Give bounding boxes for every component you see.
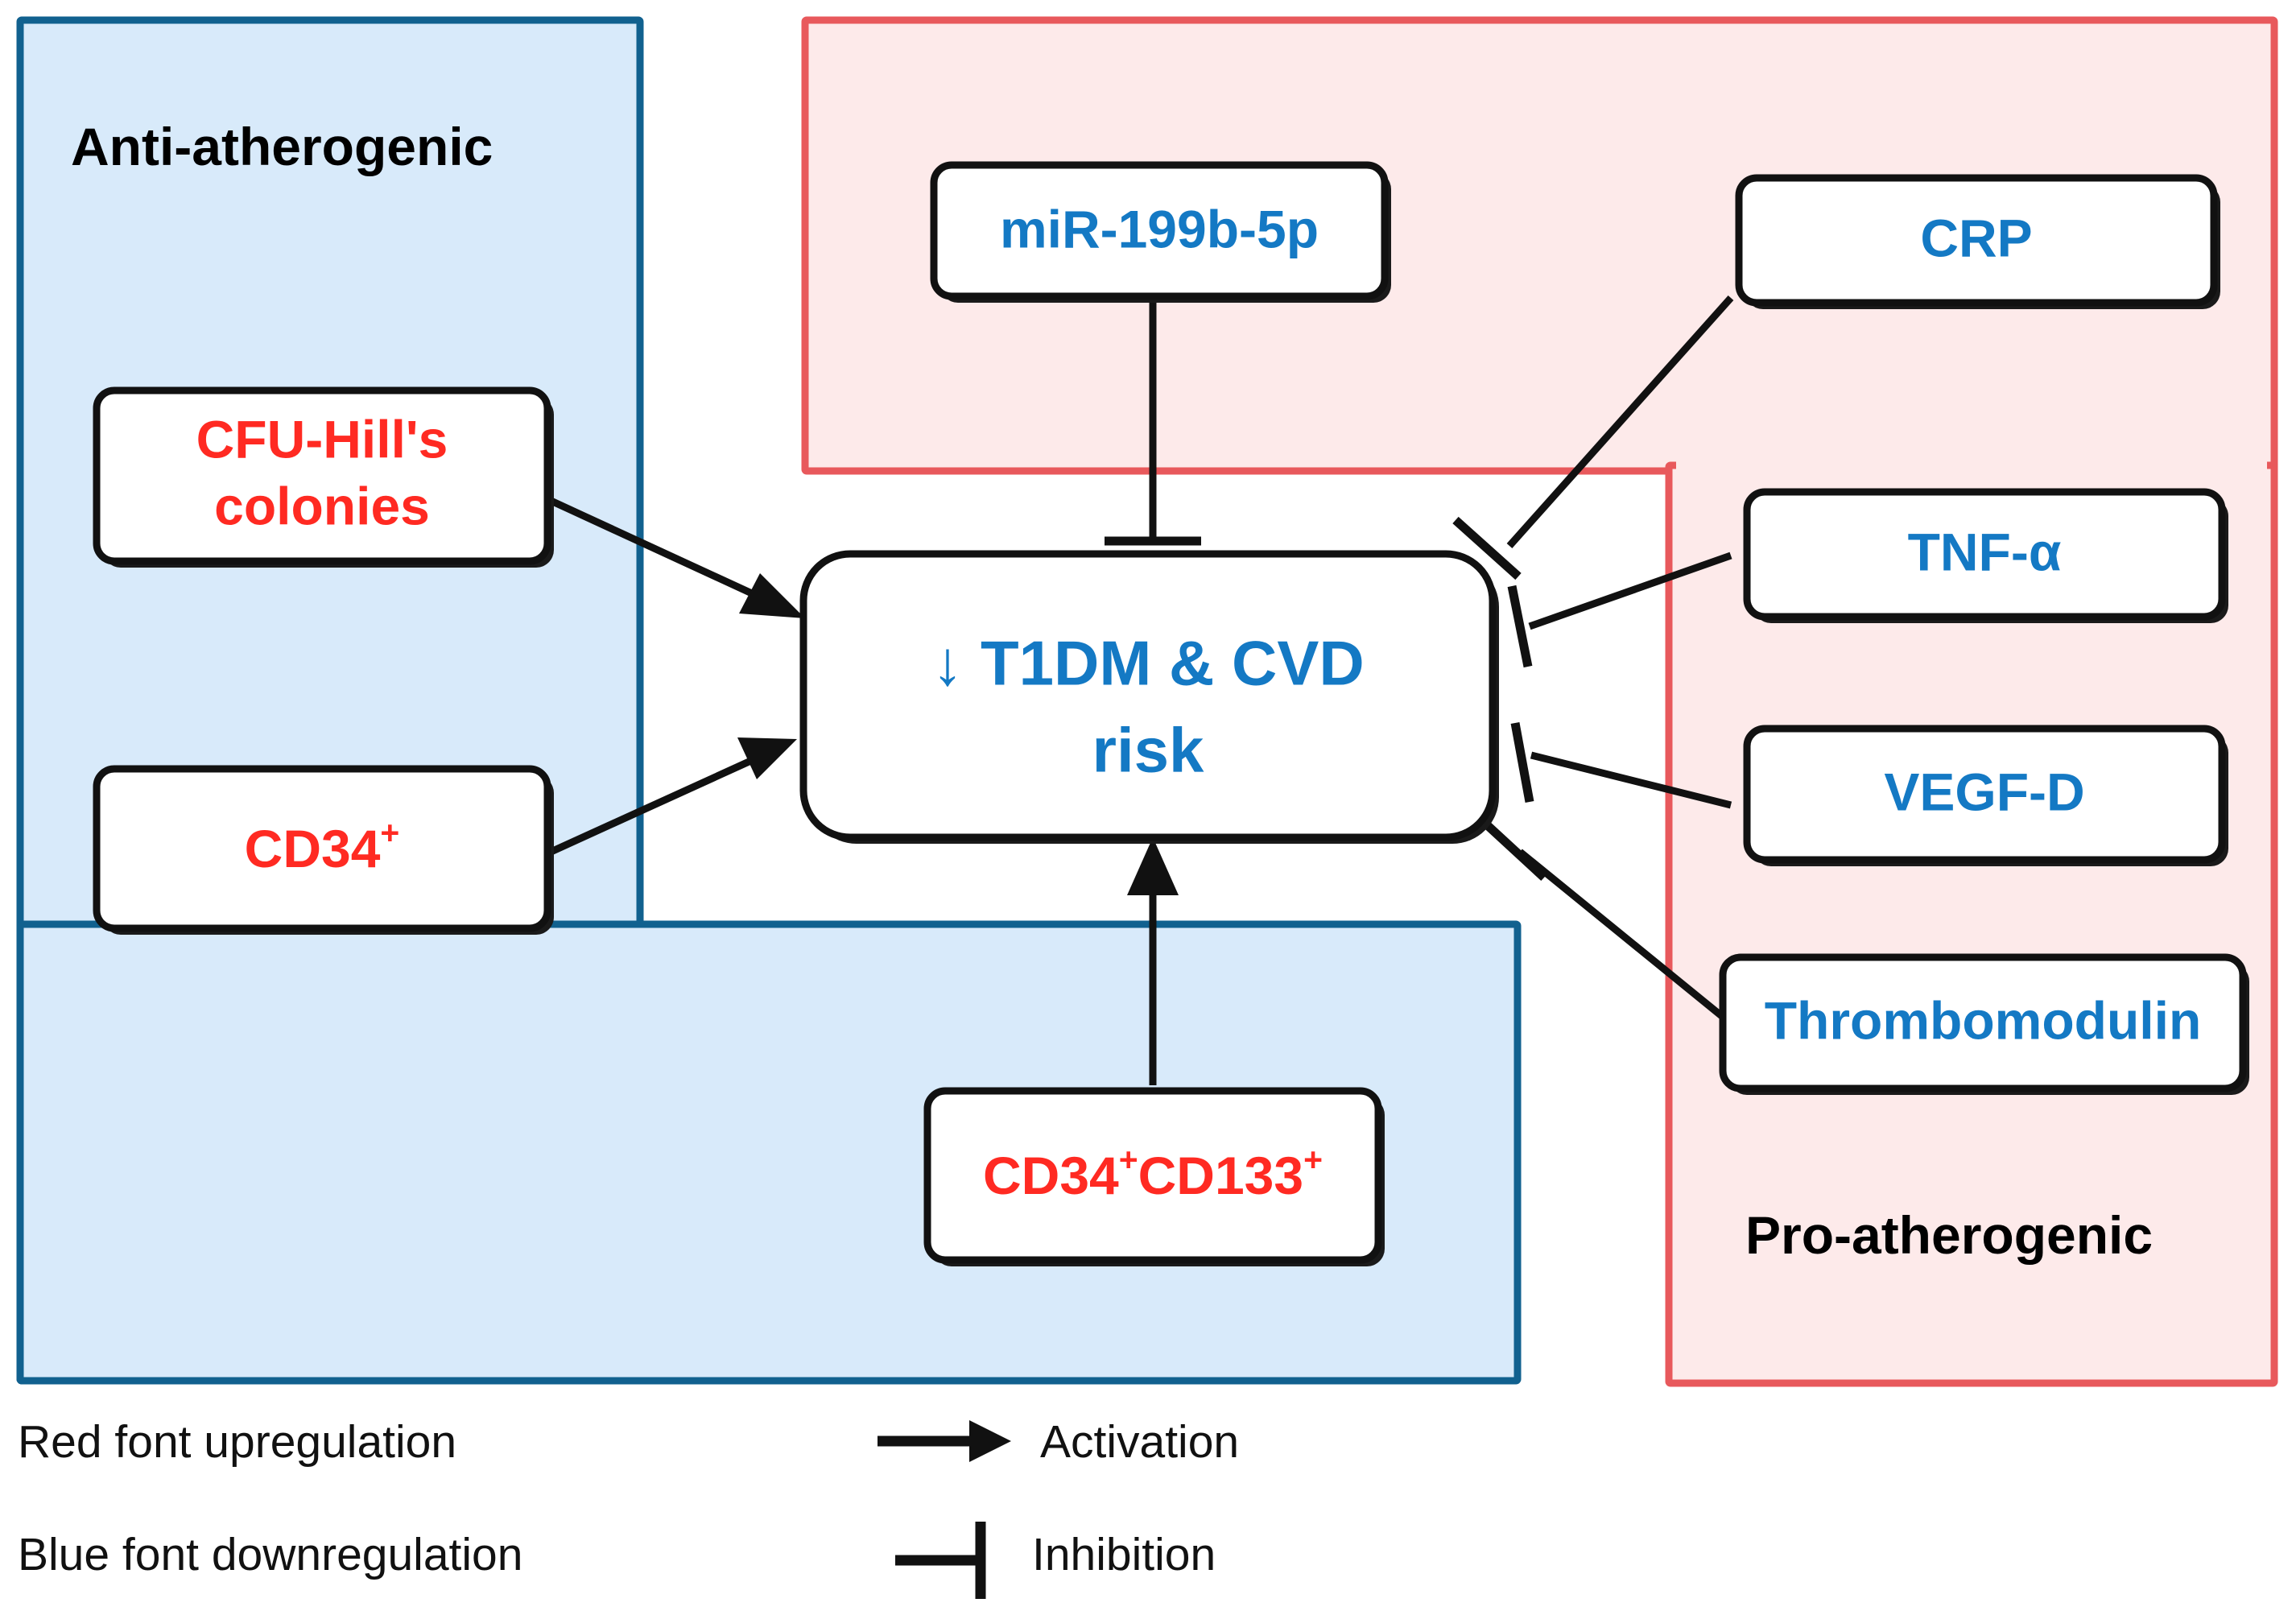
region-anti-atherogenic	[16, 16, 1522, 1385]
legend-red-font-label: Red font upregulation	[18, 1416, 456, 1468]
anti-atherogenic-title: Anti-atherogenic	[71, 117, 493, 176]
mir199b-label: miR-199b-5p	[1000, 199, 1319, 258]
pro-atherogenic-seam-patch	[1676, 451, 2267, 483]
node-thrombomodulin[interactable]: Thrombomodulin	[1719, 953, 2249, 1095]
cd34cd133-base1: CD34	[983, 1146, 1119, 1205]
activation-arrowhead-icon	[737, 737, 797, 779]
cd34-label-superscript: +	[380, 814, 399, 851]
tnfalpha-box[interactable]	[1743, 488, 2226, 621]
pro-atherogenic-title: Pro-atherogenic	[1745, 1205, 2153, 1265]
vegfd-box[interactable]	[1743, 725, 2226, 864]
edge-cfu-hills-to-center	[546, 495, 805, 618]
inhibition-bar-icon	[1480, 817, 1547, 882]
crp-box[interactable]	[1735, 174, 2218, 307]
mir199b-box[interactable]	[930, 161, 1389, 300]
legend-activation-arrow-icon	[878, 1420, 1011, 1462]
node-cfu-hills-colonies[interactable]: CFU-Hill's colonies	[93, 386, 554, 568]
cfu-hills-label-line2: colonies	[214, 476, 430, 535]
cd34cd133-base2: CD133	[1138, 1146, 1303, 1205]
inhibition-bar-icon	[1510, 722, 1534, 803]
thrombomodulin-box[interactable]	[1719, 953, 2247, 1093]
activation-arrowhead-icon	[1127, 837, 1179, 895]
cd34cd133-sup2: +	[1303, 1141, 1323, 1178]
edge-crp-to-center	[1452, 295, 1734, 580]
edge-cd34-to-center	[546, 737, 797, 857]
legend-inhibition-bar-icon	[895, 1522, 986, 1599]
edge-tnfalpha-to-center	[1507, 551, 1732, 668]
cd34-box[interactable]	[93, 765, 551, 932]
node-vegf-d[interactable]: VEGF-D	[1743, 725, 2228, 866]
inhibition-bar-icon	[1507, 585, 1533, 668]
node-center-t1dm-cvd-risk[interactable]: ↓ T1DM & CVD risk	[799, 550, 1499, 844]
connectors-layer	[546, 295, 1734, 1085]
legend-inhibition-label: Inhibition	[1032, 1529, 1216, 1580]
activation-arrowhead-icon	[739, 573, 805, 618]
cd34cd133-label: CD34+CD133+	[983, 1141, 1323, 1206]
node-cd34[interactable]: CD34+	[93, 765, 554, 935]
cd34-label: CD34+	[245, 814, 400, 879]
legend-blue-font-label: Blue font downregulation	[18, 1529, 522, 1580]
region-pro-atherogenic	[801, 16, 2278, 1387]
cd34cd133-box[interactable]	[923, 1087, 1382, 1264]
pro-atherogenic-upper-rect	[801, 16, 2278, 475]
center-box[interactable]	[799, 550, 1497, 841]
edge-thrombomodulin-to-center	[1480, 817, 1730, 1024]
node-mir-199b-5p[interactable]: miR-199b-5p	[930, 161, 1391, 303]
edge-cd34cd133-to-center	[1127, 837, 1179, 1085]
node-tnf-alpha[interactable]: TNF-α	[1743, 488, 2228, 623]
edge-vegfd-to-center	[1510, 722, 1732, 809]
cd34cd133-sup1: +	[1119, 1141, 1138, 1178]
center-label-line2: risk	[1092, 715, 1204, 786]
center-label-line1: ↓ T1DM & CVD	[931, 628, 1364, 699]
cd34-label-base: CD34	[245, 819, 381, 878]
thrombomodulin-label: Thrombomodulin	[1765, 990, 2202, 1050]
legend: Red font upregulation Blue font downregu…	[18, 1416, 1239, 1599]
node-cd34-cd133[interactable]: CD34+CD133+	[923, 1087, 1385, 1266]
cfu-hills-label-line1: CFU-Hill's	[196, 409, 448, 469]
inhibition-bar-icon	[1452, 516, 1522, 580]
crp-label: CRP	[1920, 208, 2032, 267]
legend-activation-label: Activation	[1040, 1416, 1239, 1468]
vegfd-label: VEGF-D	[1884, 762, 2084, 821]
edge-mir199b5p-to-center	[1105, 303, 1201, 546]
node-crp[interactable]: CRP	[1735, 174, 2220, 309]
cfu-hills-box[interactable]	[93, 386, 551, 565]
tnfalpha-label: TNF-α	[1908, 522, 2062, 581]
anti-atherogenic-seam-patch	[27, 931, 633, 1373]
